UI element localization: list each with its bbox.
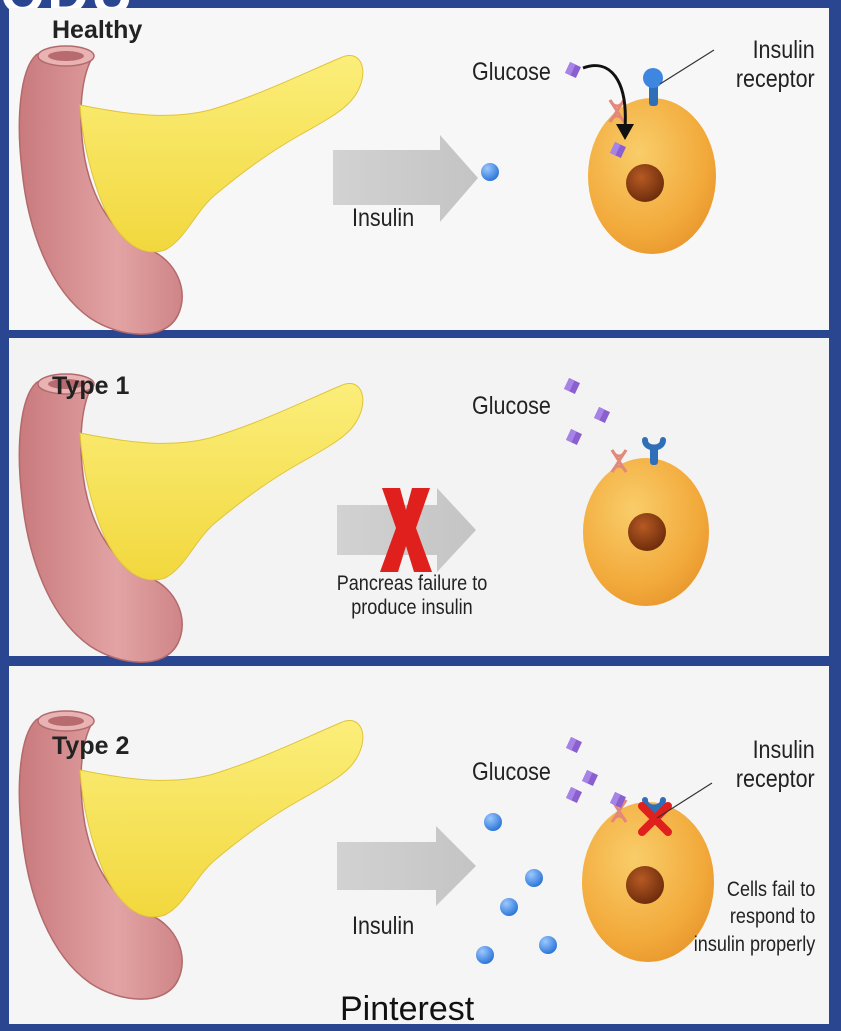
pancreas-failure-label: Pancreas failure to produce insulin <box>326 572 498 620</box>
insulin-molecule <box>484 813 502 831</box>
insulin-molecule <box>539 936 557 954</box>
insulin-arrow-label: Insulin <box>352 204 414 233</box>
insulin-molecule <box>500 898 518 916</box>
insulin-molecule <box>481 163 499 181</box>
glucose-label: Glucose <box>472 58 551 87</box>
nucleus <box>626 164 664 202</box>
glucose-label: Glucose <box>472 392 551 421</box>
nucleus <box>626 866 664 904</box>
nucleus <box>628 513 666 551</box>
panel-title-healthy: Healthy <box>52 16 142 45</box>
insulin-receptor-label: Insulin receptor <box>736 736 815 794</box>
panel-title-type2: Type 2 <box>52 732 129 761</box>
cells-fail-label: Cells fail to respond to insulin properl… <box>694 876 815 958</box>
insulin-arrow-label: Insulin <box>352 912 414 941</box>
panel-title-type1: Type 1 <box>52 372 129 401</box>
insulin-molecule <box>476 946 494 964</box>
glucose-label: Glucose <box>472 758 551 787</box>
pinterest-watermark: Pinterest <box>340 990 474 1029</box>
insulin-molecule <box>525 869 543 887</box>
insulin-receptor-label: Insulin receptor <box>736 36 815 94</box>
